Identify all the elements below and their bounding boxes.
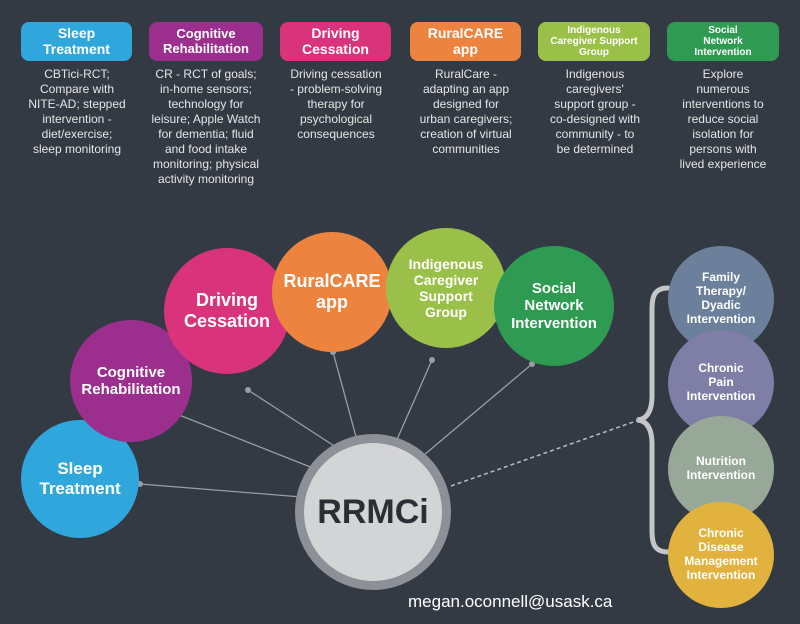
- future-node-chronic-disease-management-label: Chronic Disease Management Intervention: [684, 526, 758, 582]
- node-driving-cessation: Driving Cessation: [164, 248, 290, 374]
- future-node-family-therapy-label: Family Therapy/ Dyadic Intervention: [686, 270, 756, 326]
- node-indigenous-caregiver-support-group-label: Indigenous Caregiver Support Group: [408, 255, 484, 321]
- future-node-chronic-pain-label: Chronic Pain Intervention: [686, 361, 756, 403]
- header-desc-cognitive-rehabilitation: CR - RCT of goals; in-home sensors; tech…: [151, 67, 261, 186]
- header-box-cognitive-rehabilitation: Cognitive Rehabilitation: [149, 22, 263, 61]
- header-desc-sleep-treatment: CBTici-RCT; Compare with NITE-AD; steppe…: [28, 67, 126, 156]
- header-box-driving-cessation: Driving Cessation: [280, 22, 391, 61]
- hub-center: RRMCi: [295, 434, 451, 590]
- node-ruralcare-app-label: RuralCARE app: [283, 271, 381, 312]
- header-desc-driving-cessation: Driving cessation - problem-solving ther…: [289, 67, 383, 141]
- future-node-nutrition-label: Nutrition Intervention: [686, 454, 756, 482]
- node-indigenous-caregiver-support-group: Indigenous Caregiver Support Group: [386, 228, 506, 348]
- grouping-brace: [638, 285, 671, 555]
- node-social-network-intervention-label: Social Network Intervention: [511, 280, 597, 332]
- hub-center-label: RRMCi: [317, 492, 429, 531]
- node-cognitive-rehabilitation-label: Cognitive Rehabilitation: [81, 363, 181, 398]
- node-social-network-intervention: Social Network Intervention: [494, 246, 614, 366]
- header-box-indigenous-caregiver-support-group: Indigenous Caregiver Support Group: [538, 22, 650, 61]
- header-desc-ruralcare-app: RuralCare - adapting an app designed for…: [419, 67, 513, 156]
- header-box-social-network-intervention: Social Network Intervention: [667, 22, 779, 61]
- header-desc-social-network-intervention: Explore numerous interventions to reduce…: [679, 67, 767, 171]
- header-box-ruralcare-app: RuralCARE app: [410, 22, 521, 61]
- node-ruralcare-app: RuralCARE app: [272, 232, 392, 352]
- header-box-sleep-treatment: Sleep Treatment: [21, 22, 132, 61]
- node-driving-cessation-label: Driving Cessation: [183, 290, 271, 331]
- header-desc-indigenous-caregiver-support-group: Indigenous caregivers' support group - c…: [549, 67, 641, 156]
- node-sleep-treatment-label: Sleep Treatment: [39, 459, 121, 498]
- future-node-chronic-disease-management: Chronic Disease Management Intervention: [668, 502, 774, 608]
- contact-email: megan.oconnell@usask.ca: [408, 592, 613, 611]
